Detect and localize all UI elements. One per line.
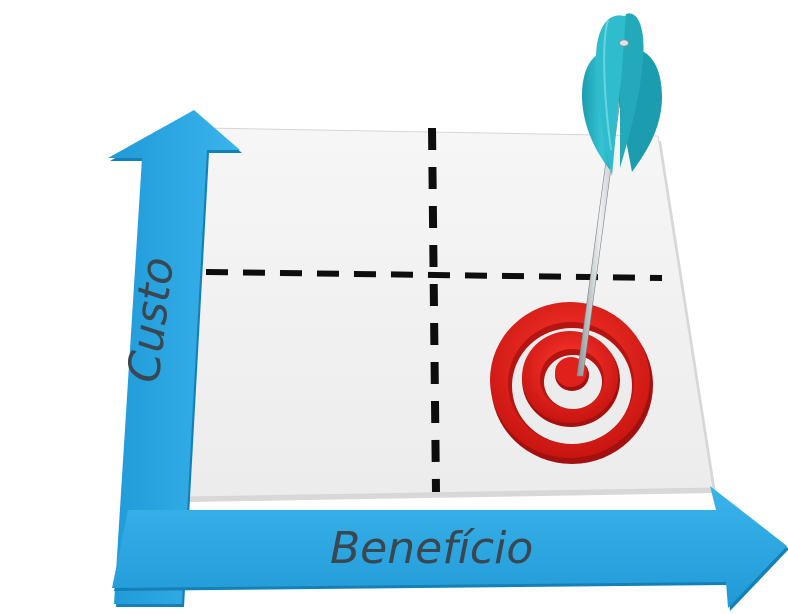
vertical-divider	[428, 127, 440, 493]
arrow-icon	[576, 13, 662, 377]
horizontal-divider	[205, 269, 663, 281]
matrix-plane	[131, 127, 716, 503]
quadrant-dividers	[205, 127, 663, 493]
x-axis-arrow	[112, 486, 788, 611]
x-axis-label: Benefício	[330, 523, 533, 574]
bullseye-icon	[490, 302, 653, 464]
y-axis-arrow	[108, 110, 242, 607]
